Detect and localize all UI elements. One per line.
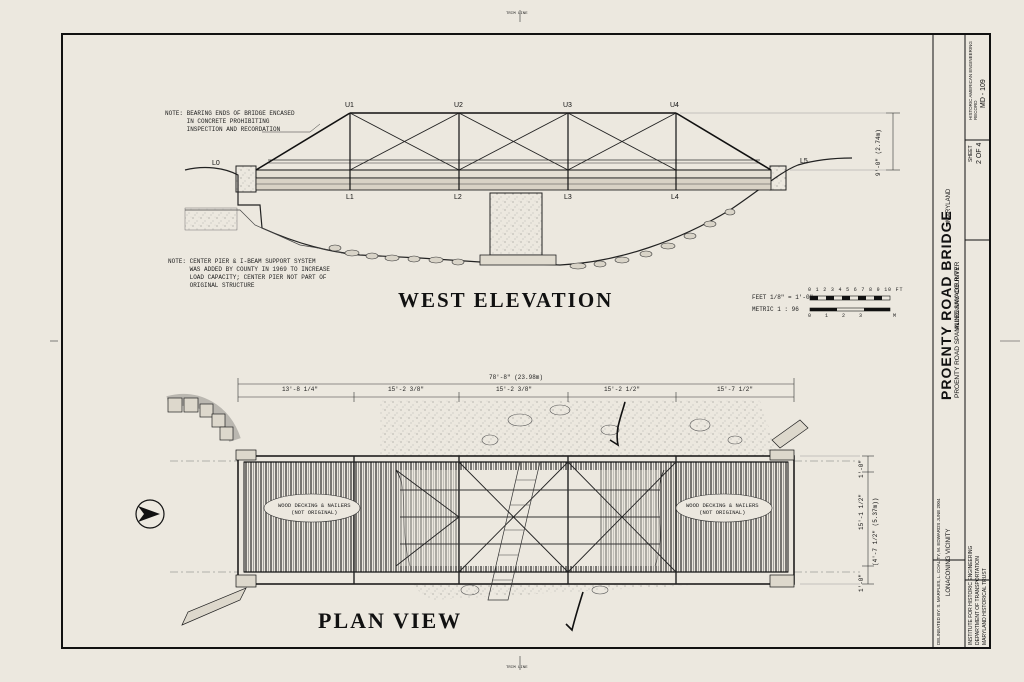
note-bearing-ends: NOTE: BEARING ENDS OF BRIDGE ENCASED IN … <box>165 110 295 133</box>
plan-bay-dim-2: 15'-2 3/8" <box>387 386 424 393</box>
scale-metric-ticks: 0123 M <box>808 313 911 319</box>
scale-feet-ticks: 0 1 2 3 4 5 6 7 8 9 10 FT <box>808 287 904 293</box>
west-elevation-title: WEST ELEVATION <box>398 288 614 312</box>
node-l5: L5 <box>800 158 808 165</box>
institute-line-2: DEPARTMENT OF TRANSPORTATION <box>975 556 981 645</box>
bridge-town: LONACONING VICINITY <box>946 528 952 596</box>
scale-metric-label: METRIC 1 : 96 <box>752 306 799 313</box>
plan-dim-right-4: 1'-0" <box>858 573 865 592</box>
trim-line-bottom: TRIM LINE <box>506 666 528 670</box>
survey-number: MD - 109 <box>980 79 987 108</box>
plan-bay-dim-3: 15'-2 3/8" <box>495 386 532 393</box>
scale-bar <box>809 295 891 312</box>
bridge-name: PROENTY ROAD BRIDGE <box>938 210 954 400</box>
node-l0: L0 <box>212 160 220 167</box>
deck-label-right: WOOD DECKING & NAILERS (NOT ORIGINAL) <box>686 502 759 516</box>
node-l3: L3 <box>564 194 572 201</box>
sheet-number: 2 OF 4 <box>976 142 983 164</box>
delineated-by: DELINEATED BY: S. MARPLES, L. COALITY, M… <box>936 498 941 645</box>
sheet-border <box>61 33 991 649</box>
trim-line-top: TRIM LINE <box>506 12 528 16</box>
note-center-pier: NOTE: CENTER PIER & I-BEAM SUPPORT SYSTE… <box>168 258 331 289</box>
node-u1: U1 <box>345 102 354 109</box>
node-l4: L4 <box>671 194 679 201</box>
plan-bay-dim-1: 13'-8 1/4" <box>281 386 318 393</box>
survey-name: HISTORIC AMERICAN ENGINEERING RECORD <box>968 41 978 120</box>
elevation-height-dim: 9'-0" (2.74m) <box>875 129 882 176</box>
plan-bay-dim-5: 15'-7 1/2" <box>716 386 753 393</box>
institute-line-3: MARYLAND HISTORICAL TRUST <box>982 568 988 645</box>
plan-dim-right-1: 1'-0" <box>858 459 865 478</box>
scale-feet-label: FEET 1/8" = 1'-0" <box>752 294 814 301</box>
north-arrow-icon <box>135 499 165 529</box>
plan-bay-dim-4: 15'-2 1/2" <box>603 386 640 393</box>
plan-overall-dim: 78'-8" (23.98m) <box>488 374 543 381</box>
plan-view-drawing <box>135 378 874 632</box>
node-l1: L1 <box>346 194 354 201</box>
plan-dim-right-2: 15'-1 1/2" <box>858 493 865 530</box>
node-l2: L2 <box>454 194 462 201</box>
node-u3: U3 <box>563 102 572 109</box>
institute-line-1: INSTITUTE FOR HISTORIC ENGINEERING <box>968 545 974 645</box>
node-u2: U2 <box>454 102 463 109</box>
node-u4: U4 <box>670 102 679 109</box>
bridge-state: MARYLAND <box>946 188 952 222</box>
bridge-county: ALLEGANY COUNTY <box>954 266 961 330</box>
plan-view-title: PLAN VIEW <box>318 608 463 633</box>
west-elevation-drawing <box>184 112 900 270</box>
plan-dim-right-3: (4'-7 1/2" (5.37m)) <box>872 497 879 566</box>
sheet-label: SHEET <box>968 145 974 162</box>
deck-label-left: WOOD DECKING & NAILERS (NOT ORIGINAL) <box>278 502 351 516</box>
